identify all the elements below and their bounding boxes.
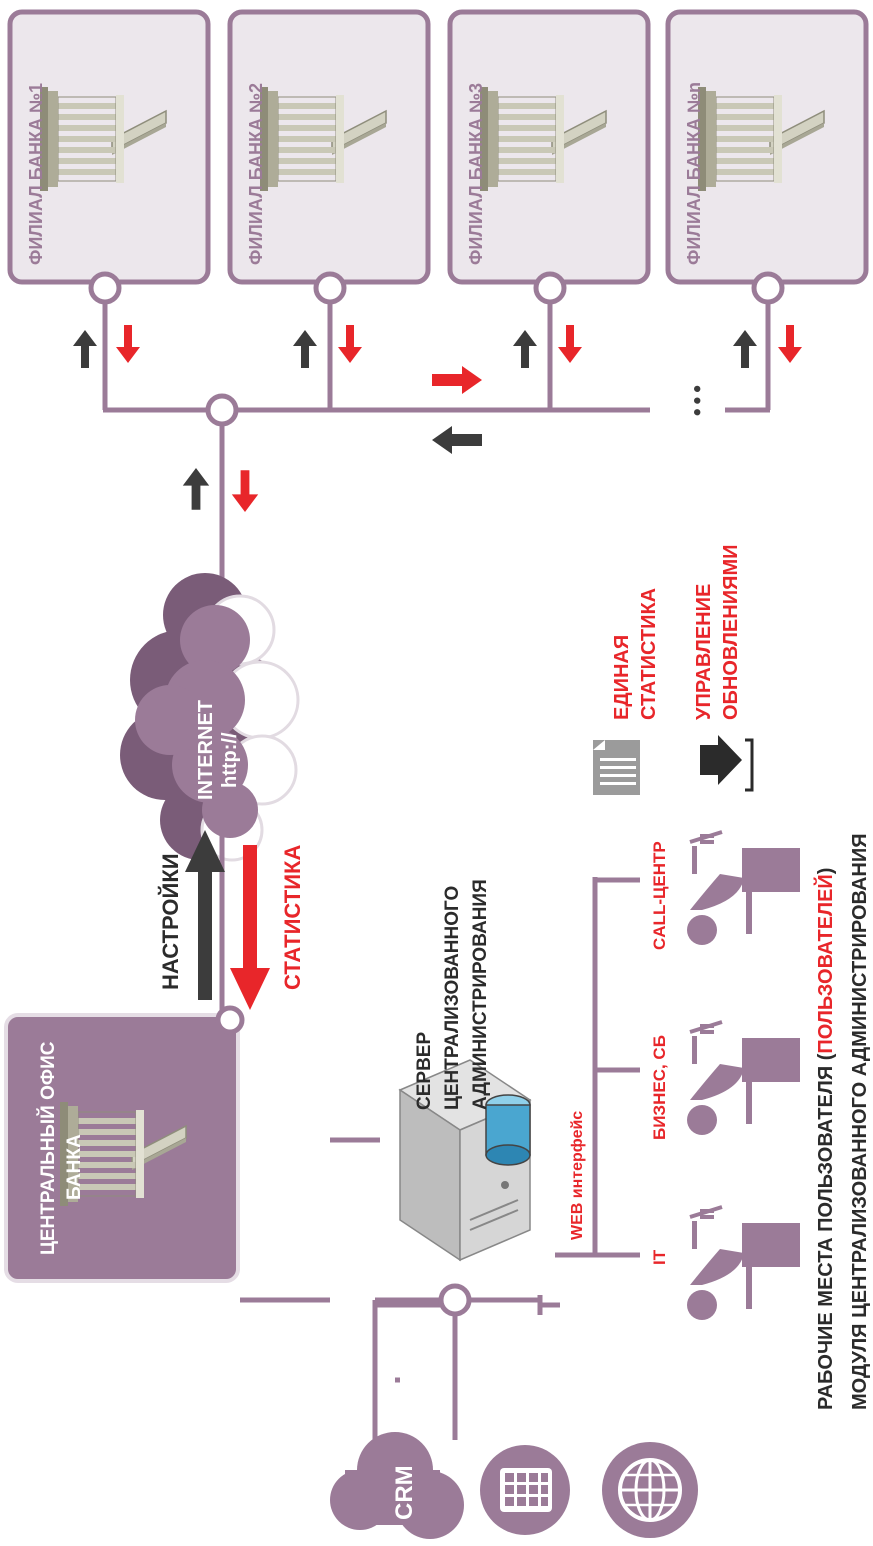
caption-line1: РАБОЧИЕ МЕСТА ПОЛЬЗОВАТЕЛЯ (ПОЛЬЗОВАТЕЛЕ… [813, 868, 837, 1410]
workplace-callcenter-label: CALL-ЦЕНТР [650, 841, 669, 950]
internet-title: INTERNET [195, 700, 217, 800]
branch-box-n: ФИЛИАЛ БАНКА №n [665, 9, 869, 285]
server-line2: ЦЕНТРАЛИЗОВАННОГО [442, 886, 463, 1110]
server-icon [330, 1059, 532, 1262]
left-services-tree [240, 1295, 560, 1443]
workplace-callcenter-icon [685, 830, 802, 947]
services-hub-node [438, 1283, 472, 1317]
server-line1: СЕРВЕР [414, 1032, 435, 1110]
main-flow [185, 820, 270, 1010]
internet-cloud: INTERNET http:// [120, 573, 300, 862]
central-office-line2: БАНКА [64, 1134, 85, 1200]
central-office-line1: ЦЕНТРАЛЬНЫЙ ОФИС [37, 1041, 59, 1255]
branch-box-2: ФИЛИАЛ БАНКА №2 [227, 9, 431, 285]
crm-cloud-icon: CRM [330, 1432, 464, 1539]
document-icon [593, 740, 640, 795]
connector-nodes [88, 271, 785, 427]
feature-stats-line1: ЕДИНАЯ [611, 635, 633, 720]
statistics-label: СТАТИСТИКА [280, 845, 305, 990]
branch-flow-arrows [73, 325, 802, 512]
feature-stats-line2: СТАТИСТИКА [638, 588, 660, 720]
server-line3: АДМИНИСТРИРОВАНИЯ [470, 879, 491, 1110]
web-interface-tree [555, 877, 640, 1258]
feature-updates-line1: УПРАВЛЕНИЕ [693, 584, 715, 720]
branch-box-1: ФИЛИАЛ БАНКА №1 [7, 9, 211, 285]
globe-icon [602, 1442, 698, 1538]
branch-label: ФИЛИАЛ БАНКА №1 [26, 83, 46, 265]
crm-label: CRM [391, 1465, 418, 1520]
internet-subtitle: http:// [219, 732, 241, 788]
branch-label: ФИЛИАЛ БАНКА №2 [246, 83, 266, 265]
branch-connectors [102, 300, 771, 800]
more-branches-ellipsis: ••• [685, 385, 710, 420]
workplace-it-icon [685, 1205, 802, 1322]
settings-label: НАСТРОЙКИ [158, 853, 183, 990]
central-office-box: ЦЕНТРАЛЬНЫЙ ОФИС БАНКА [4, 1005, 245, 1283]
caption-line2: МОДУЛЯ ЦЕНТРАЛИЗОВАННОГО АДМИНИСТРИРОВАН… [849, 833, 871, 1410]
workplace-business-icon [685, 1020, 802, 1137]
login-arrow-icon [700, 735, 754, 792]
branch-label: ФИЛИАЛ БАНКА №3 [466, 83, 486, 265]
feature-updates-line2: ОБНОВЛЕНИЯМИ [720, 545, 742, 720]
tablet-icon [480, 1445, 570, 1535]
branch-label: ФИЛИАЛ БАНКА №n [684, 82, 704, 265]
branch-box-3: ФИЛИАЛ БАНКА №3 [447, 9, 651, 285]
workplace-business-label: БИЗНЕС, СБ [650, 1035, 669, 1140]
workplace-it-label: IT [650, 1249, 669, 1265]
web-interface-label: WEB интерфейс [569, 1111, 586, 1240]
